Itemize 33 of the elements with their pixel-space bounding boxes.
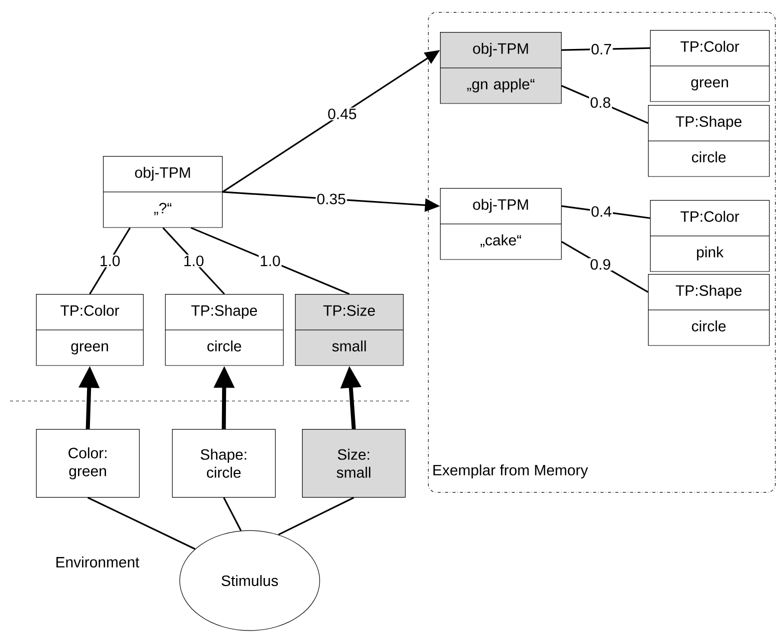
region-label: Environment [56,556,140,568]
two-part-box: TP:Color green [36,294,144,366]
edge-label: 0.35 [316,192,347,206]
edge-label: 1.0 [98,254,122,268]
edge-label: 0.45 [326,108,358,120]
connector-line [89,227,131,294]
edge-label: 1.0 [182,254,206,268]
edge-label: 1.0 [258,254,282,268]
two-part-box: TP:Shape circle [648,105,770,177]
two-part-box: TP:Shape circle [165,294,284,366]
connector-line [223,497,242,532]
two-part-box: obj-TPM „?“ [103,156,223,228]
connector-line [162,227,225,295]
two-part-box: obj-TPM „gn apple“ [440,32,562,104]
connector-line [562,47,650,51]
edge-label: 0.7 [590,42,613,56]
feature-box: Shape: circle [172,429,276,498]
two-part-box: TP:Shape circle [648,274,770,346]
connector-line [561,84,648,124]
two-part-box: TP:Color pink [650,200,770,272]
connector-line [278,496,354,536]
edge-label: 0.8 [589,96,612,109]
two-part-box: obj-TPM „cake“ [440,188,562,260]
connector-line [562,205,650,219]
two-part-box: TP:Size small [295,294,404,366]
edge-label: 0.9 [589,258,612,271]
connector-line [190,227,350,295]
edge-label: 0.4 [590,205,613,218]
feature-box: Size: small [302,429,406,498]
connector-line [87,496,196,550]
feature-box: Color: green [36,429,140,498]
two-part-box: TP:Color green [650,30,770,102]
connector-line [561,241,648,293]
